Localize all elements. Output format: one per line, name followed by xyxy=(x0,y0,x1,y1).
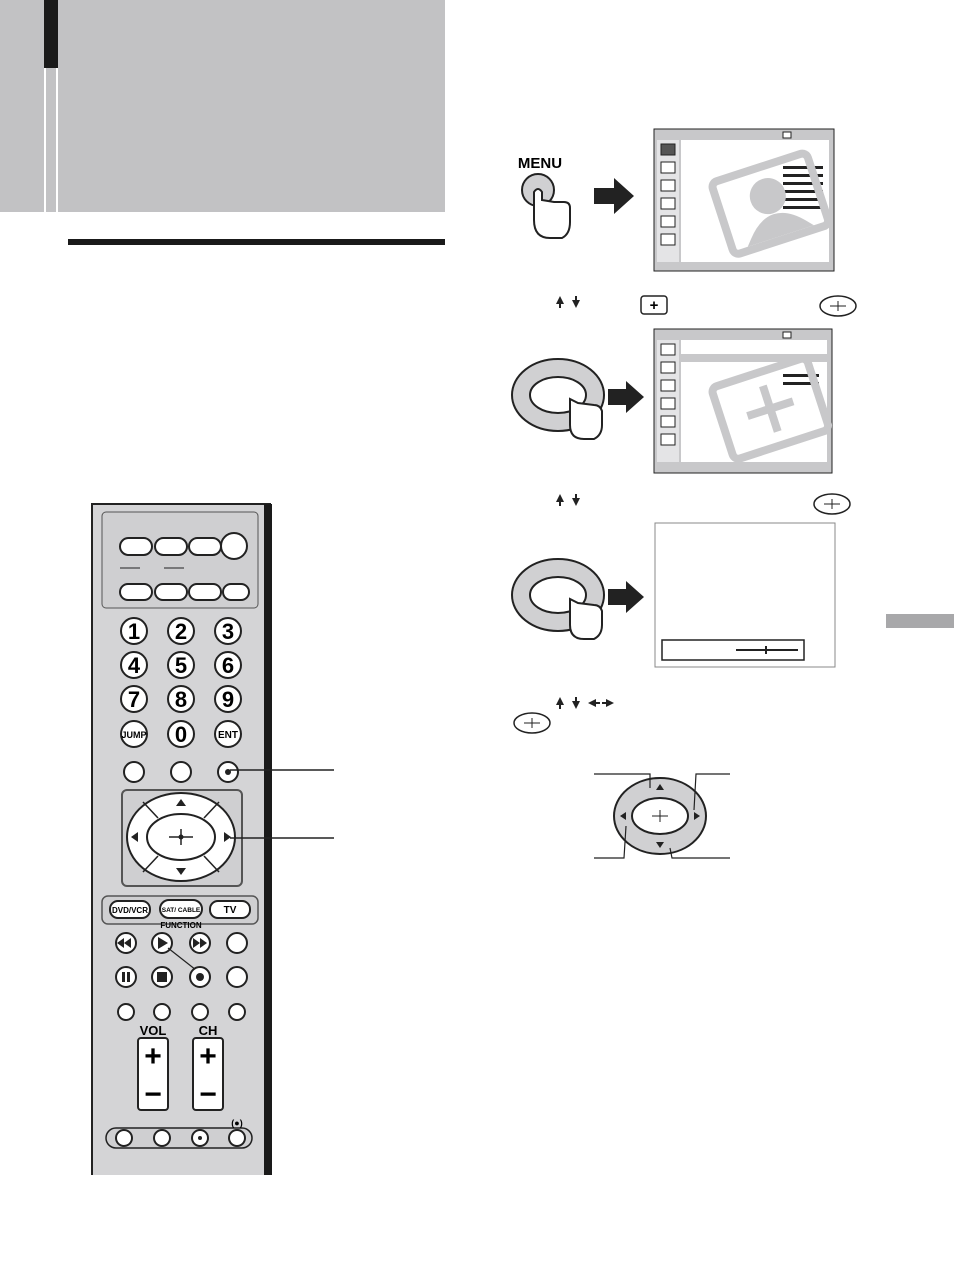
tv-label: TV xyxy=(224,905,237,916)
top-button-row-2[interactable] xyxy=(119,583,250,601)
joystick-pad[interactable] xyxy=(126,792,236,882)
remote-callout-lines xyxy=(230,769,334,839)
header-divider xyxy=(44,68,46,212)
num-5: 5 xyxy=(175,653,187,678)
step4-instruction-icons xyxy=(513,697,614,734)
vol-minus: − xyxy=(144,1078,162,1111)
function-label: FUNCTION xyxy=(160,921,202,930)
ch-rocker[interactable]: + − xyxy=(192,1037,224,1111)
num-6: 6 xyxy=(222,653,234,678)
vol-rocker[interactable]: + − xyxy=(137,1037,169,1111)
function-selector[interactable]: DVD/VCR SAT/ CABLE TV xyxy=(109,899,251,919)
remote-control: 1 2 3 4 5 6 7 8 9 JUMP 0 ENT xyxy=(91,503,272,1175)
chapter-tab xyxy=(44,0,58,68)
section-side-tab xyxy=(886,614,954,628)
hand-icon xyxy=(533,188,571,239)
num-2: 2 xyxy=(175,619,187,644)
num-3: 3 xyxy=(222,619,234,644)
ch-plus: + xyxy=(199,1040,217,1073)
wave-icon: (●) xyxy=(231,1118,242,1128)
num-9: 9 xyxy=(222,687,234,712)
bottom-button-row[interactable]: (●) xyxy=(115,1118,246,1147)
menu-label: MENU xyxy=(518,155,562,172)
ent-label: ENT xyxy=(218,730,238,741)
round-button-row[interactable] xyxy=(123,761,239,783)
num-7: 7 xyxy=(128,687,140,712)
jump-label: JUMP xyxy=(121,730,146,740)
step3-instruction-icons xyxy=(556,493,851,515)
top-button-row-1[interactable] xyxy=(119,532,248,560)
step1-menu-illustration: MENU xyxy=(518,155,634,239)
vol-plus: + xyxy=(144,1040,162,1073)
vol-label: VOL xyxy=(140,1023,167,1038)
num-4: 4 xyxy=(128,653,141,678)
num-8: 8 xyxy=(175,687,187,712)
sat-cable-label: SAT/ CABLE xyxy=(162,907,201,914)
num-1: 1 xyxy=(128,619,140,644)
number-pad[interactable]: 1 2 3 4 5 6 7 8 9 JUMP 0 ENT xyxy=(120,617,242,748)
svg-text:+: + xyxy=(650,297,659,314)
transport-row-1[interactable] xyxy=(115,932,248,954)
arrow-icon xyxy=(594,178,634,214)
chapter-header xyxy=(0,0,445,212)
small-button-row[interactable] xyxy=(117,1003,246,1021)
menu-screen-setup xyxy=(653,328,833,474)
joystick-callout-diagram xyxy=(594,773,730,859)
menu-screen-picture xyxy=(653,128,835,272)
step3-joystick xyxy=(511,558,644,640)
num-0: 0 xyxy=(175,722,187,747)
transport-row-2[interactable] xyxy=(115,966,248,988)
step2-instruction-icons: + xyxy=(556,295,857,317)
ch-label: CH xyxy=(199,1023,218,1038)
adjustment-screen xyxy=(654,522,836,668)
header-divider-2 xyxy=(56,68,58,212)
dvd-vcr-label: DVD/VCR xyxy=(112,906,148,915)
step2-joystick xyxy=(511,358,644,440)
section-rule xyxy=(68,239,445,245)
ch-minus: − xyxy=(199,1078,217,1111)
